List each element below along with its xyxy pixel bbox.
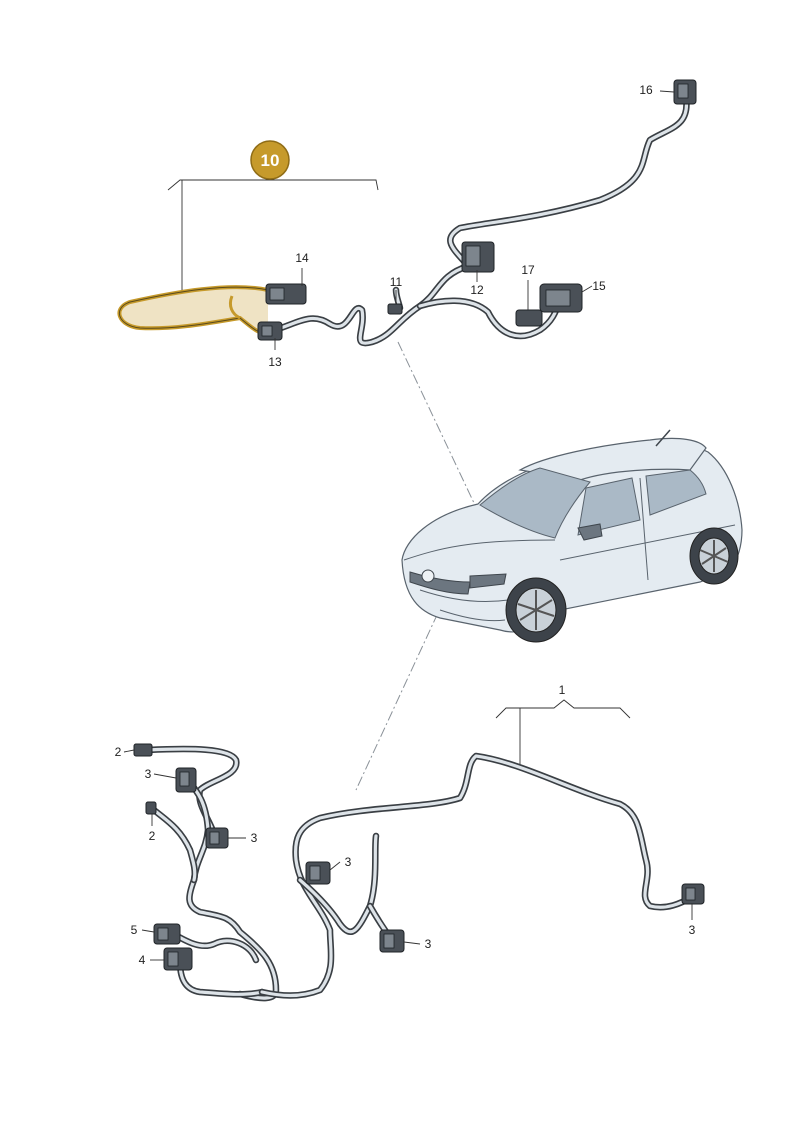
- callout-3-c: 3: [345, 855, 352, 869]
- callout-3-a: 3: [145, 767, 152, 781]
- bracket-1: [495, 699, 631, 719]
- callout-12: 12: [470, 283, 484, 297]
- highlighted-harness-loop: [117, 285, 269, 336]
- connector-3-d: [379, 929, 405, 953]
- part-10-badge[interactable]: 10: [250, 140, 290, 180]
- callout-15: 15: [592, 279, 606, 293]
- callout-2-upper: 2: [115, 745, 122, 759]
- callout-3-d: 3: [425, 937, 432, 951]
- callout-5: 5: [131, 923, 138, 937]
- connector-16: [673, 79, 697, 105]
- connector-3-a: [175, 767, 197, 793]
- connector-3-e: [681, 883, 705, 905]
- connector-2-upper: [133, 743, 153, 757]
- part-10-label: 10: [261, 151, 280, 170]
- front-wheel: [505, 577, 567, 643]
- callout-2-lower: 2: [149, 829, 156, 843]
- connector-11: [387, 303, 403, 315]
- connector-12: [461, 241, 495, 273]
- connector-15: [539, 283, 583, 313]
- connector-5: [153, 923, 181, 945]
- connector-2-lower: [145, 801, 157, 815]
- callout-16: 16: [639, 83, 653, 97]
- bracket-10: [167, 179, 379, 191]
- connector-3-c: [305, 861, 331, 885]
- callout-3-e: 3: [689, 923, 696, 937]
- locator-line-upper: [397, 341, 483, 521]
- connector-17: [515, 309, 543, 327]
- callout-17: 17: [521, 263, 535, 277]
- callout-11: 11: [390, 275, 403, 289]
- callout-3-b: 3: [251, 831, 258, 845]
- connector-4: [163, 947, 193, 971]
- connector-14: [265, 283, 307, 305]
- rear-wheel: [689, 527, 739, 585]
- callout-14: 14: [295, 251, 309, 265]
- connector-13: [257, 321, 283, 341]
- connector-3-b: [205, 827, 229, 849]
- callout-4: 4: [139, 953, 146, 967]
- upper-harness: [117, 94, 690, 347]
- car-illustration: [401, 429, 743, 643]
- lower-harness: [144, 745, 698, 1002]
- callout-1: 1: [559, 683, 566, 697]
- callout-13: 13: [268, 355, 282, 369]
